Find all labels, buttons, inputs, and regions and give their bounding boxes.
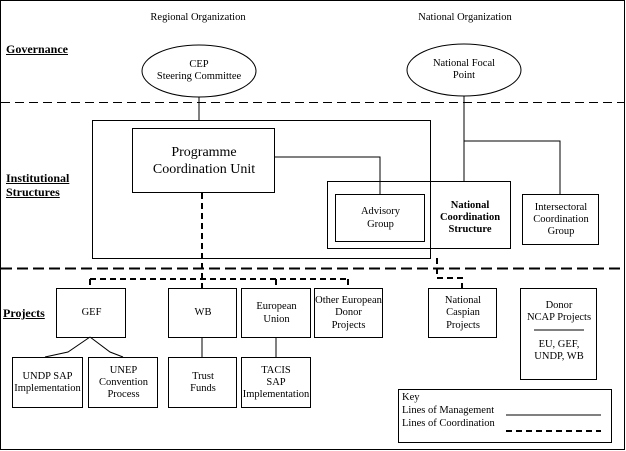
unep-box <box>88 357 158 408</box>
key-title: Key <box>402 391 420 403</box>
advisory-group: Advisory Group <box>360 206 401 230</box>
other-european-donor-projects: Other European Donor Projects <box>315 295 382 331</box>
advisory-outer-box <box>327 181 511 249</box>
pcu-to-advisory-line <box>274 156 381 194</box>
national-caspian-projects: National Caspian Projects <box>444 295 482 331</box>
wb-project: WB <box>194 307 212 319</box>
gef-to-unep-line <box>89 336 124 358</box>
tacis-sap-implementation: TACIS SAP Implementation <box>242 364 310 401</box>
donor-ncap-projects: Donor NCAP Projects <box>526 299 592 323</box>
ncs-to-ncp-line <box>436 258 463 288</box>
projects-section-label: Projects <box>3 306 45 320</box>
intersectoral-coordination-group: Intersectoral Coordination Group <box>533 201 589 238</box>
national-focal-point: National Focal Point <box>432 57 496 81</box>
key-coordination-label: Lines of Coordination <box>402 417 495 429</box>
gef-to-undp-line <box>44 336 91 358</box>
trust-box <box>168 357 237 408</box>
key-box <box>398 389 612 443</box>
cep-steering-committee: CEP Steering Committee <box>156 58 242 82</box>
icg-box <box>522 194 599 245</box>
regional-organization-header: Regional Organization <box>150 11 246 23</box>
regional-frame <box>92 120 431 259</box>
european-union-project: European Union <box>256 301 297 325</box>
unep-convention-process: UNEP Convention Process <box>99 364 148 401</box>
national-coordination-structure: National Coordination Structure <box>439 199 501 236</box>
national-organization-header: National Organization <box>418 11 512 23</box>
ncp-box <box>428 288 497 338</box>
trust-funds: Trust Funds <box>190 370 216 394</box>
key-management-label: Lines of Management <box>402 404 495 416</box>
programme-coordination-unit: Programme Coordination Unit <box>152 144 256 178</box>
nfp-to-icg-line <box>464 140 561 194</box>
gef-project: GEF <box>81 307 102 319</box>
undp-sap-implementation: UNDP SAP Implementation <box>14 370 81 394</box>
institutional-section-label: Institutional Structures <box>6 171 70 199</box>
donor-box <box>520 288 597 380</box>
advisory-box <box>335 194 425 242</box>
oedp-box <box>314 288 383 338</box>
tacis-box <box>241 357 311 408</box>
governance-section-label: Governance <box>6 42 68 56</box>
pcu-box <box>132 128 275 193</box>
donor-ncap-funders: EU, GEF, UNDP, WB <box>534 338 584 362</box>
undp-box <box>12 357 83 408</box>
